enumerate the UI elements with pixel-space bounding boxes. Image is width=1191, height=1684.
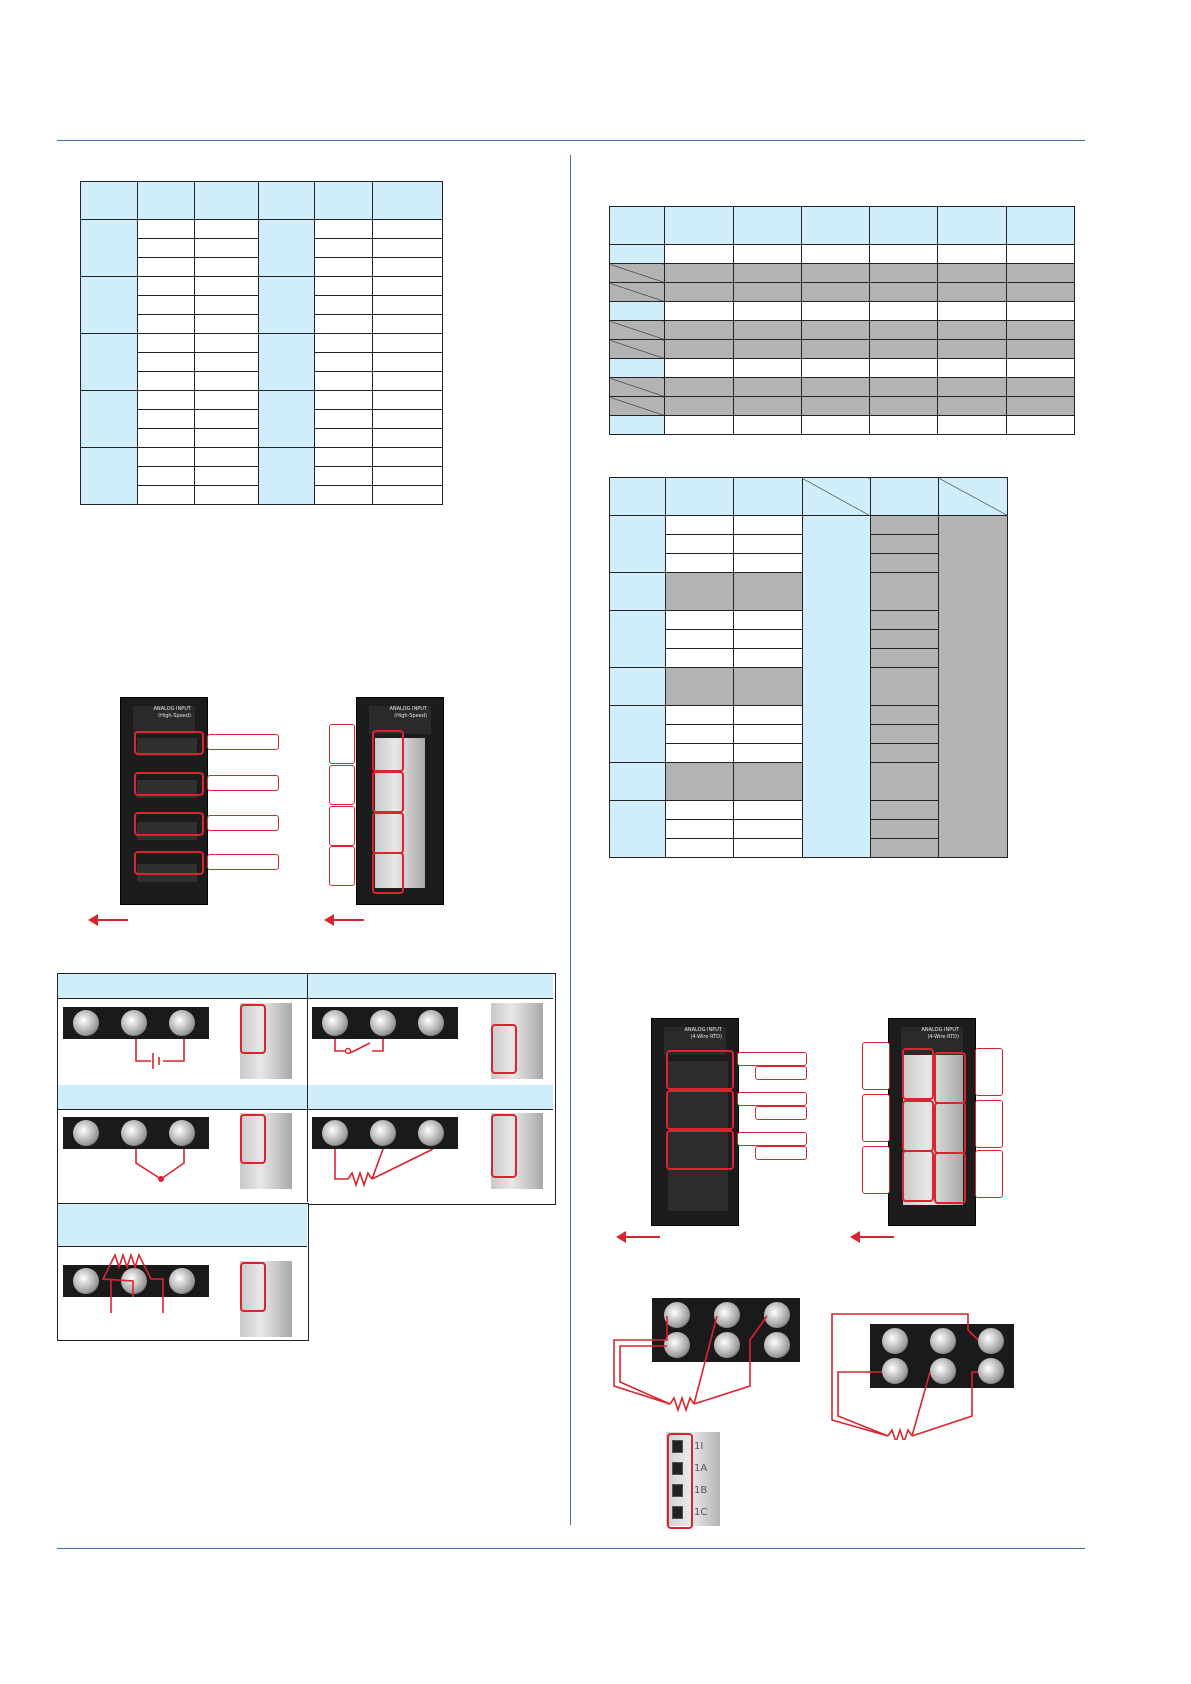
module-label: ANALOG INPUT (High-Speed) <box>369 706 431 734</box>
highlight-terminal <box>667 1433 693 1529</box>
highlight-terminal <box>491 1024 517 1074</box>
top-rule <box>57 140 1085 141</box>
highlight-group-3 <box>902 1150 934 1202</box>
callout-box <box>755 1146 807 1160</box>
highlight-group-1 <box>902 1048 934 1100</box>
callout-box <box>207 815 279 831</box>
terminal-strip <box>63 1265 209 1297</box>
terminal-strip <box>312 1117 458 1149</box>
module-label: ANALOG INPUT (High-Speed) <box>133 706 195 734</box>
callout-box <box>207 734 279 750</box>
callout-box <box>207 854 279 870</box>
highlight-group-1 <box>372 730 404 772</box>
panel-header <box>308 1085 553 1110</box>
highlight-group-6 <box>934 1152 966 1204</box>
callout-box <box>737 1052 807 1066</box>
terminal-strip <box>63 1007 209 1039</box>
terminal-label: 1C <box>694 1507 708 1518</box>
rtd-symbol <box>334 1149 434 1188</box>
rtd-4wire-wiring-a <box>613 1315 768 1413</box>
callout-box <box>207 775 279 791</box>
callout-box <box>975 1150 1003 1198</box>
highlight-terminal <box>491 1114 517 1178</box>
highlight-group-2 <box>372 771 404 813</box>
left-arrow <box>88 914 128 926</box>
highlight-group-4 <box>934 1052 966 1104</box>
highlight-group-2 <box>902 1100 934 1152</box>
highlight-group-5 <box>934 1102 966 1154</box>
terminal-slot <box>672 1506 683 1519</box>
callout-box <box>737 1092 807 1106</box>
terminal-strip-2row <box>870 1324 1014 1388</box>
callout-box <box>329 765 355 805</box>
spring-terminal <box>240 1261 292 1337</box>
callout-box <box>329 846 355 886</box>
bottom-rule <box>57 1548 1085 1549</box>
spring-terminal <box>491 1003 543 1079</box>
left-channel-table <box>80 181 444 505</box>
terminal-strip <box>63 1117 209 1149</box>
callout-box <box>755 1106 807 1120</box>
callout-box <box>755 1066 807 1080</box>
highlight-group-2 <box>134 772 204 796</box>
terminal-strip-2row <box>652 1298 800 1362</box>
callout-box <box>329 806 355 846</box>
highlight-group-3 <box>666 1130 734 1170</box>
highlight-terminal <box>240 1004 266 1054</box>
terminal-label: 1A <box>694 1463 708 1474</box>
callout-box <box>862 1146 890 1194</box>
callout-box <box>737 1132 807 1146</box>
highlight-group-3 <box>372 812 404 854</box>
panel-header <box>58 974 307 999</box>
terminal-label: 1I <box>694 1441 704 1452</box>
column-divider <box>570 155 571 1525</box>
highlight-group-1 <box>666 1050 734 1090</box>
switch-symbol <box>334 1039 384 1055</box>
terminal-label: 1B <box>694 1485 708 1496</box>
terminal-slot <box>672 1462 683 1475</box>
highlight-terminal <box>240 1262 266 1312</box>
terminal-slot <box>672 1484 683 1497</box>
highlight-group-4 <box>134 851 204 875</box>
spring-terminal <box>240 1003 292 1079</box>
panel-header <box>308 974 553 999</box>
spring-terminal <box>240 1113 292 1189</box>
resistor-wiring <box>101 1252 164 1313</box>
panel-divider <box>307 974 308 1202</box>
left-arrow <box>850 1231 894 1243</box>
highlight-group-3 <box>134 812 204 836</box>
callout-box <box>862 1042 890 1090</box>
terminal-strip <box>312 1007 458 1039</box>
terminal-slot <box>672 1440 683 1453</box>
highlight-group-2 <box>666 1090 734 1130</box>
highlight-terminal <box>240 1114 266 1164</box>
battery-symbol <box>135 1039 185 1069</box>
highlight-group-4 <box>372 852 404 894</box>
thermocouple-symbol <box>135 1149 185 1182</box>
panel-header <box>58 1204 307 1247</box>
panel-header <box>58 1085 307 1110</box>
callout-box <box>329 724 355 764</box>
callout-box <box>975 1100 1003 1148</box>
highlight-group-1 <box>134 731 204 755</box>
callout-box <box>862 1094 890 1142</box>
left-arrow <box>324 914 364 926</box>
right-top-table <box>608 206 1076 435</box>
rtd-4wire-wiring-b <box>831 1313 979 1440</box>
right-middle-table <box>609 477 1008 858</box>
callout-box <box>975 1048 1003 1096</box>
left-arrow <box>616 1231 660 1243</box>
